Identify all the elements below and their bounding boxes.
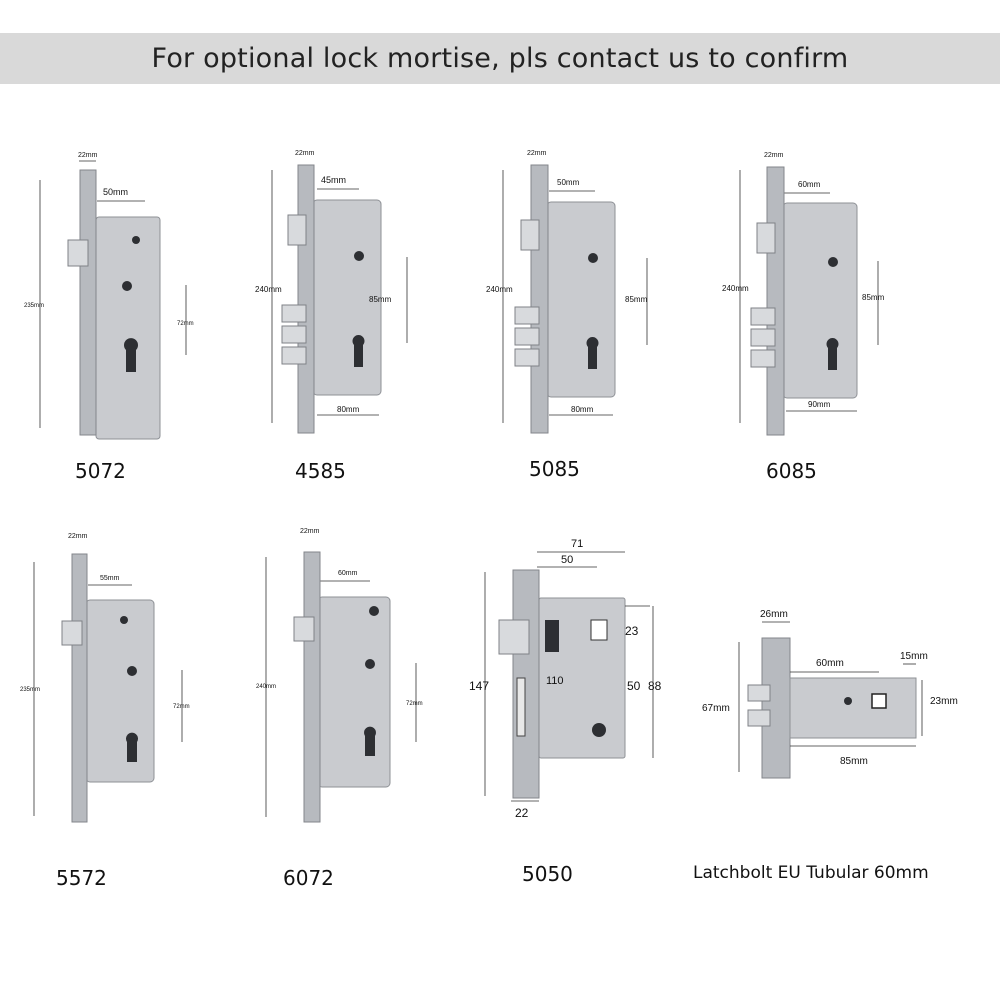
lock-diagram-4585: 22mm 45mm 240mm 85mm 80mm: [255, 150, 408, 434]
latch-bolt: [293, 616, 315, 642]
lock-diagram-5572: 22mm 55mm 235mm 72mm: [20, 533, 190, 823]
dim-height-label: 240mm: [722, 284, 749, 293]
lock-diagram-6085: 22mm 60mm 240mm 85mm 90mm: [722, 152, 885, 436]
deadbolt-1: [514, 306, 540, 325]
dim-faceplate-label: 22mm: [300, 528, 320, 535]
dim-height-label: 147: [469, 679, 489, 693]
dim-height-label: 67mm: [702, 703, 730, 714]
latch-bolt: [498, 619, 530, 655]
model-label-5072: 5072: [75, 459, 126, 483]
model-label-4585: 4585: [295, 459, 346, 483]
dim-height-label: 235mm: [20, 687, 40, 693]
dim-backset-label: 50: [561, 554, 573, 566]
dim-length-label: 85mm: [840, 756, 868, 767]
latchbolt-faceplate: [761, 637, 791, 779]
dim-mid-label: 110: [546, 675, 564, 687]
dim-faceplate-label: 22: [515, 806, 529, 820]
dim-top-label: 23: [625, 624, 639, 638]
faceplate: [297, 164, 315, 434]
dim-height-label: 235mm: [24, 303, 44, 309]
dim-height-label: 240mm: [256, 684, 276, 690]
faceplate: [530, 164, 549, 434]
latchbolt-card: 26mm 60mm 15mm 67mm 23mm 85mm Latchbolt …: [690, 600, 995, 900]
lock-case: [85, 599, 155, 783]
lock-case: [317, 596, 391, 788]
latch-bolt: [756, 222, 776, 254]
dim-backset-label: 60mm: [798, 180, 821, 189]
dim-backset-label: 55mm: [100, 575, 120, 582]
latchbolt-diagram: 26mm 60mm 15mm 67mm 23mm 85mm: [702, 609, 958, 779]
lock-card-5085: 22mm 50mm 240mm 85mm 80mm 5085: [485, 145, 665, 485]
model-label-5050: 5050: [522, 862, 573, 886]
lock-card-6072: 22mm 60mm 240mm 72mm 6072: [250, 525, 440, 900]
dim-faceplate-label: 22mm: [78, 152, 98, 159]
latchbolt-body: [789, 677, 917, 739]
dim-spacing-label: 85mm: [369, 295, 392, 304]
dim-diameter-label: 23mm: [930, 696, 958, 707]
model-label-6085: 6085: [766, 459, 817, 483]
banner-text: For optional lock mortise, pls contact u…: [151, 43, 849, 74]
lock-case: [546, 201, 616, 398]
dim-faceplate-label: 22mm: [764, 152, 784, 159]
dim-backset-label: 60mm: [338, 570, 358, 577]
dim-backset-label: 60mm: [816, 658, 844, 669]
latchbolt-caption: Latchbolt EU Tubular 60mm: [693, 863, 929, 883]
dim-spacing-label: 85mm: [625, 295, 648, 304]
lock-diagram-5085: 22mm 50mm 240mm 85mm 80mm: [486, 150, 648, 434]
dim-backset-label: 50mm: [103, 187, 128, 197]
lock-card-5572: 22mm 55mm 235mm 72mm 5572: [20, 530, 210, 900]
deadbolt-1: [281, 304, 307, 323]
dim-backset-label: 45mm: [321, 175, 346, 185]
dim-faceplate-label: 22mm: [68, 533, 88, 540]
lock-case: [95, 216, 161, 440]
lock-card-6085: 22mm 60mm 240mm 85mm 90mm 6085: [722, 145, 902, 485]
model-label-6072: 6072: [283, 866, 334, 890]
dim-tail-label: 15mm: [900, 651, 928, 662]
dim-spacing-label: 72mm: [406, 701, 423, 707]
faceplate: [71, 553, 88, 823]
latch-bolt: [520, 219, 540, 251]
dim-faceplate-label: 26mm: [760, 609, 788, 620]
model-label-5572: 5572: [56, 866, 107, 890]
faceplate: [79, 169, 97, 436]
dim-width-label: 80mm: [337, 405, 360, 414]
dim-total-label: 71: [571, 538, 583, 550]
header-banner: For optional lock mortise, pls contact u…: [0, 33, 1000, 84]
model-label-5085: 5085: [529, 457, 580, 481]
dim-faceplate-label: 22mm: [295, 150, 315, 157]
lock-diagram-6072: 22mm 60mm 240mm 72mm: [256, 528, 423, 823]
lock-card-5050: 71 50 23 50 88 147 110 22 5050: [465, 530, 680, 900]
dim-height-label: 240mm: [255, 285, 282, 294]
latch-bolt: [67, 239, 89, 267]
latch-bolt: [61, 620, 83, 646]
faceplate: [303, 551, 321, 823]
dim-spacing-label: 85mm: [862, 293, 885, 302]
dim-faceplate-label: 22mm: [527, 150, 547, 157]
dim-body-label: 88: [648, 679, 662, 693]
lock-diagram-5050: 71 50 23 50 88 147 110 22: [469, 538, 662, 820]
lock-case: [782, 202, 858, 399]
lock-diagram-5072: 22mm 50mm 235mm 72mm: [24, 152, 194, 440]
deadbolt-1: [750, 307, 776, 326]
faceplate: [766, 166, 785, 436]
latch-bolt: [287, 214, 307, 246]
latch-tongue: [747, 684, 771, 702]
lock-card-4585: 22mm 45mm 240mm 85mm 80mm 4585: [255, 145, 425, 485]
lock-card-5072: 22mm 50mm 235mm 72mm 5072: [24, 145, 200, 485]
dim-width-label: 90mm: [808, 400, 831, 409]
dim-height-label: 240mm: [486, 285, 513, 294]
dim-spacing-label: 50: [627, 679, 641, 693]
dim-spacing-label: 72mm: [177, 321, 194, 327]
dim-spacing-label: 72mm: [173, 704, 190, 710]
dim-width-label: 80mm: [571, 405, 594, 414]
dim-backset-label: 50mm: [557, 178, 580, 187]
